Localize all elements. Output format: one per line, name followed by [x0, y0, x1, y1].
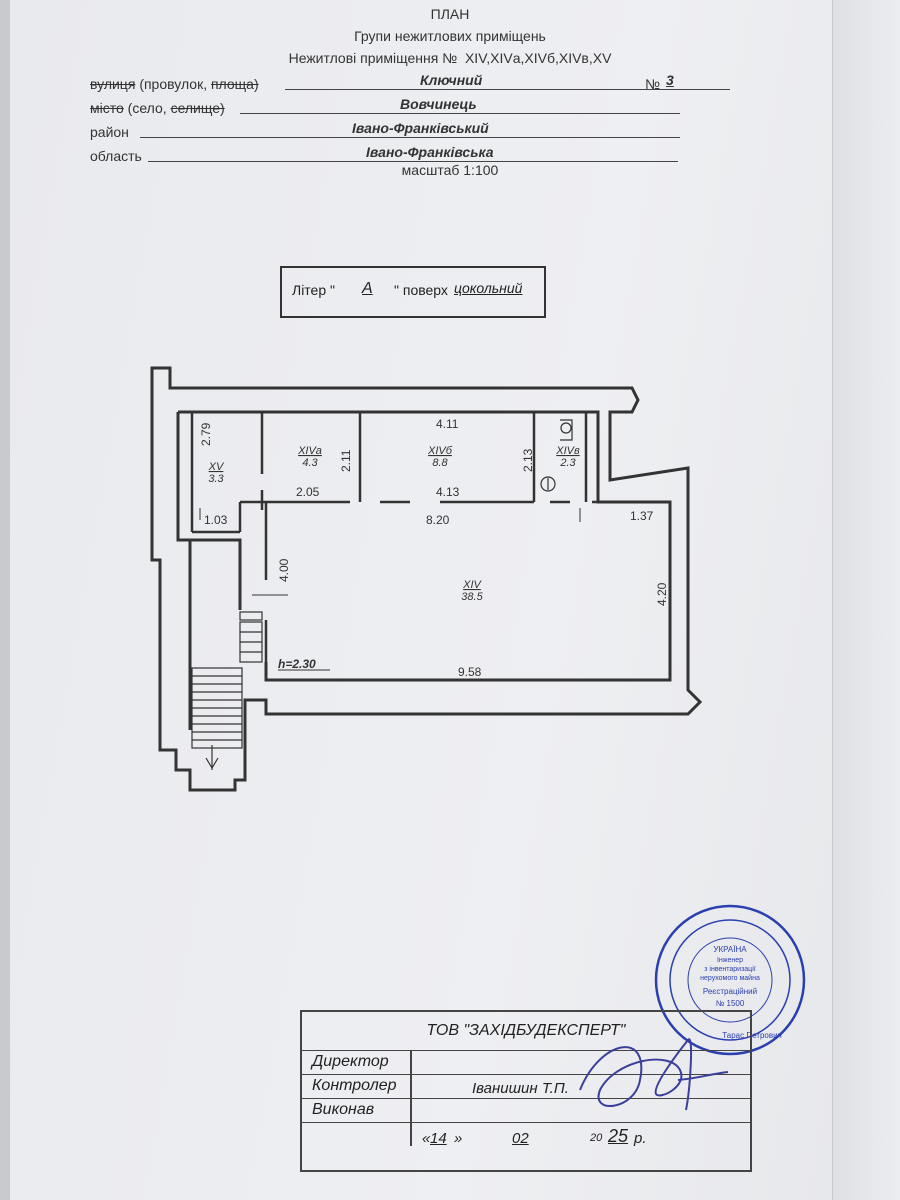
- floor-plan: XV 3.3 XIVа 4.3 XIVб 8.8 XIVв 2.3 XIV 38…: [150, 366, 703, 792]
- room-id-xiv: XIV: [462, 579, 482, 591]
- stamp-text-7: Тарас Петрович: [722, 1031, 781, 1040]
- next-page-edge: [832, 0, 900, 1200]
- dim-103: 1.03: [204, 513, 228, 527]
- stamp-text-3: з інвентаризації: [704, 965, 755, 973]
- dim-137: 1.37: [630, 509, 654, 523]
- district-field: район Івано-Франківський: [90, 120, 680, 140]
- stamp-text-4: нерухомого майна: [700, 974, 760, 982]
- dim-413: 4.13: [436, 485, 460, 499]
- room-area-xiv: 38.5: [461, 591, 483, 603]
- title-block: ТОВ "ЗАХІДБУДЕКСПЕРТ" Директор Контролер…: [300, 1010, 752, 1172]
- dim-205: 2.05: [296, 485, 320, 499]
- signature: [579, 1038, 729, 1111]
- row-executor: Виконав: [302, 1098, 750, 1123]
- premises-value: XIV,XIVа,XIVб,XIVв,XV: [464, 50, 612, 66]
- region-field: область Івано-Франківська: [90, 144, 680, 164]
- dim-213: 2.13: [521, 448, 535, 472]
- city-value: Вовчинець: [400, 96, 477, 112]
- region-value: Івано-Франківська: [366, 144, 494, 160]
- ceiling-height: h=2.30: [278, 657, 316, 671]
- dim-411: 4.11: [436, 417, 459, 431]
- city-field: місто (село, селище) Вовчинець: [90, 96, 680, 116]
- stamp-text-2: Інженер: [717, 957, 743, 964]
- stamp-text-6: № 1500: [716, 999, 745, 1008]
- room-id-xv: XV: [208, 461, 225, 473]
- house-number: 3: [666, 72, 674, 88]
- dim-420: 4.20: [655, 582, 669, 606]
- room-area-xv: 3.3: [208, 473, 224, 485]
- stamp-text-1: УКРАЇНА: [713, 945, 747, 954]
- company-name: ТОВ "ЗАХІДБУДЕКСПЕРТ": [302, 1012, 750, 1051]
- district-value: Івано-Франківський: [352, 120, 489, 136]
- room-id-xivb: XIVб: [427, 445, 453, 457]
- dim-211: 2.11: [339, 449, 353, 472]
- dim-820: 8.20: [426, 513, 450, 527]
- stamp-text-5: Реєстраційний: [703, 987, 757, 996]
- floor-value: цокольний: [454, 280, 523, 296]
- row-director: Директор: [302, 1050, 750, 1075]
- room-id-xiva: XIVа: [297, 445, 322, 457]
- controller-name: Іванишин Т.П.: [472, 1080, 569, 1097]
- room-area-xiva: 4.3: [302, 457, 318, 469]
- premises-line: Нежитлові приміщення № XIV,XIVа,XIVб,XIV…: [288, 50, 612, 66]
- plan-title: ПЛАН: [430, 6, 470, 22]
- dim-279: 2.79: [199, 422, 213, 446]
- plan-subtitle: Групи нежитлових приміщень: [354, 28, 546, 44]
- room-area-xivb: 8.8: [432, 457, 448, 469]
- scale-label: масштаб 1:100: [401, 162, 499, 178]
- room-id-xivv: XIVв: [555, 445, 580, 457]
- official-stamp: УКРАЇНА Інженер з інвентаризації нерухом…: [654, 904, 806, 1056]
- dim-400: 4.00: [277, 558, 291, 582]
- room-area-xivv: 2.3: [559, 457, 576, 469]
- liter-value: А: [362, 280, 373, 297]
- street-value: Ключний: [420, 72, 483, 88]
- document-page: [10, 0, 890, 1200]
- street-field: вулиця (провулок, площа) Ключний № 3: [90, 72, 730, 92]
- liter-box: Літер " А " поверх цокольний: [280, 266, 546, 318]
- row-controller: Контролер: [302, 1074, 750, 1099]
- dim-958: 9.58: [458, 665, 482, 679]
